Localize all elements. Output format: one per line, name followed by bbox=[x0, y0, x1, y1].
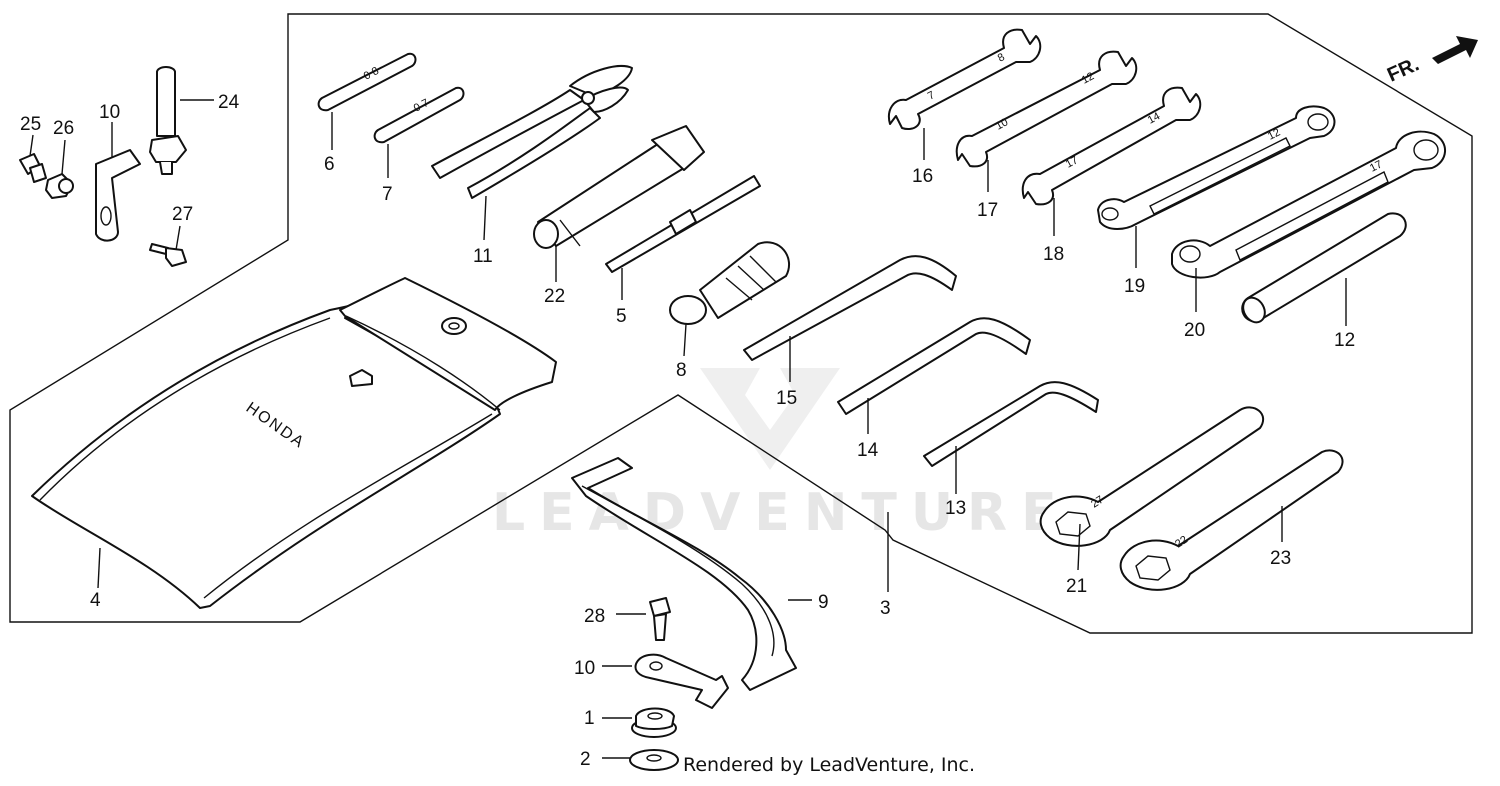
part-26-nut bbox=[45, 139, 74, 199]
callout-16: 16 bbox=[912, 166, 933, 187]
callout-22: 22 bbox=[544, 286, 565, 307]
part-28-bolt bbox=[616, 597, 671, 641]
part-9-strap bbox=[571, 457, 812, 691]
part-27-screw bbox=[149, 225, 187, 267]
part-16-open-end-wrench: 7 8 bbox=[888, 28, 1042, 160]
callout-7: 7 bbox=[382, 184, 393, 205]
part-13-hex-key bbox=[923, 381, 1099, 494]
credit-text: Rendered by LeadVenture, Inc. bbox=[683, 754, 976, 776]
front-marker: FR. bbox=[1384, 53, 1422, 86]
front-direction-arrow-icon: FR. bbox=[1384, 36, 1478, 87]
callout-24: 24 bbox=[218, 92, 240, 113]
wrench-17-marking-b: 12 bbox=[1080, 70, 1096, 86]
callout-12: 12 bbox=[1334, 330, 1355, 351]
wrench-19-marking: 12 bbox=[1266, 126, 1282, 142]
callout-26: 26 bbox=[53, 118, 74, 139]
part-11-pliers bbox=[431, 65, 633, 241]
callout-14: 14 bbox=[857, 440, 879, 461]
part-23-box-wrench: 22 bbox=[1119, 449, 1344, 591]
wrench-18-marking-a: 17 bbox=[1064, 154, 1080, 170]
part-18-open-end-wrench: 17 14 bbox=[1021, 86, 1202, 236]
part-17-open-end-wrench: 10 12 bbox=[955, 50, 1138, 192]
part-7-blade: 0 7 bbox=[373, 86, 465, 178]
callout-5: 5 bbox=[616, 306, 627, 327]
part-6-blade: 0 8 bbox=[317, 52, 417, 150]
wrench-18-marking-b: 14 bbox=[1146, 110, 1162, 126]
callout-25: 25 bbox=[20, 114, 41, 135]
part-24-tool-handle bbox=[149, 66, 214, 175]
part-10-bracket-upper bbox=[95, 122, 141, 242]
callout-4: 4 bbox=[90, 590, 101, 611]
toolkit-boundary bbox=[9, 13, 1473, 634]
callout-10-upper: 10 bbox=[99, 102, 120, 123]
callout-10-lower: 10 bbox=[574, 658, 595, 679]
part-25-bolt bbox=[19, 134, 47, 183]
wrench-17-marking-a: 10 bbox=[994, 116, 1010, 132]
wrench-20-marking: 17 bbox=[1368, 158, 1384, 174]
callout-28: 28 bbox=[584, 606, 605, 627]
callout-8: 8 bbox=[676, 360, 687, 381]
part-4-tool-bag: HONDA bbox=[31, 277, 557, 609]
callout-19: 19 bbox=[1124, 276, 1145, 297]
callout-15: 15 bbox=[776, 388, 797, 409]
part-5-screwdriver bbox=[605, 175, 761, 300]
part-22-socket-wrench bbox=[533, 125, 705, 282]
callout-23: 23 bbox=[1270, 548, 1291, 569]
wrench-16-marking-a: 7 bbox=[926, 89, 937, 102]
part-8-screwdriver-handle bbox=[669, 241, 791, 357]
part-10-bracket-lower bbox=[602, 653, 729, 709]
part-15-hex-key bbox=[743, 255, 957, 382]
callout-6: 6 bbox=[324, 154, 335, 175]
watermark-text: LEADVENTURE bbox=[492, 483, 1071, 543]
callout-21: 21 bbox=[1066, 576, 1087, 597]
part-20-combination-wrench: 17 bbox=[1171, 130, 1446, 312]
part-1-grommet bbox=[602, 707, 677, 738]
callout-3: 3 bbox=[880, 598, 891, 619]
callout-labels: 25 26 10 24 27 4 6 7 11 22 5 8 15 14 13 … bbox=[20, 92, 1355, 770]
callout-9: 9 bbox=[818, 592, 829, 613]
watermark-logo-icon bbox=[700, 368, 840, 470]
part-2-washer bbox=[602, 749, 679, 771]
part-12-tube bbox=[1241, 212, 1407, 326]
callout-17: 17 bbox=[977, 200, 998, 221]
wrench-23-marking: 22 bbox=[1173, 534, 1190, 551]
part-21-box-wrench: 27 bbox=[1039, 406, 1265, 571]
callout-2: 2 bbox=[580, 749, 591, 770]
callout-27: 27 bbox=[172, 204, 193, 225]
callout-13: 13 bbox=[945, 498, 966, 519]
part-19-combination-wrench: 12 bbox=[1097, 105, 1336, 268]
callout-20: 20 bbox=[1184, 320, 1205, 341]
part-14-hex-key bbox=[837, 317, 1031, 434]
callout-11: 11 bbox=[473, 246, 493, 267]
callout-1: 1 bbox=[584, 708, 595, 729]
wrench-21-marking: 27 bbox=[1089, 494, 1106, 511]
wrench-16-marking-b: 8 bbox=[996, 51, 1007, 64]
callout-18: 18 bbox=[1043, 244, 1064, 265]
